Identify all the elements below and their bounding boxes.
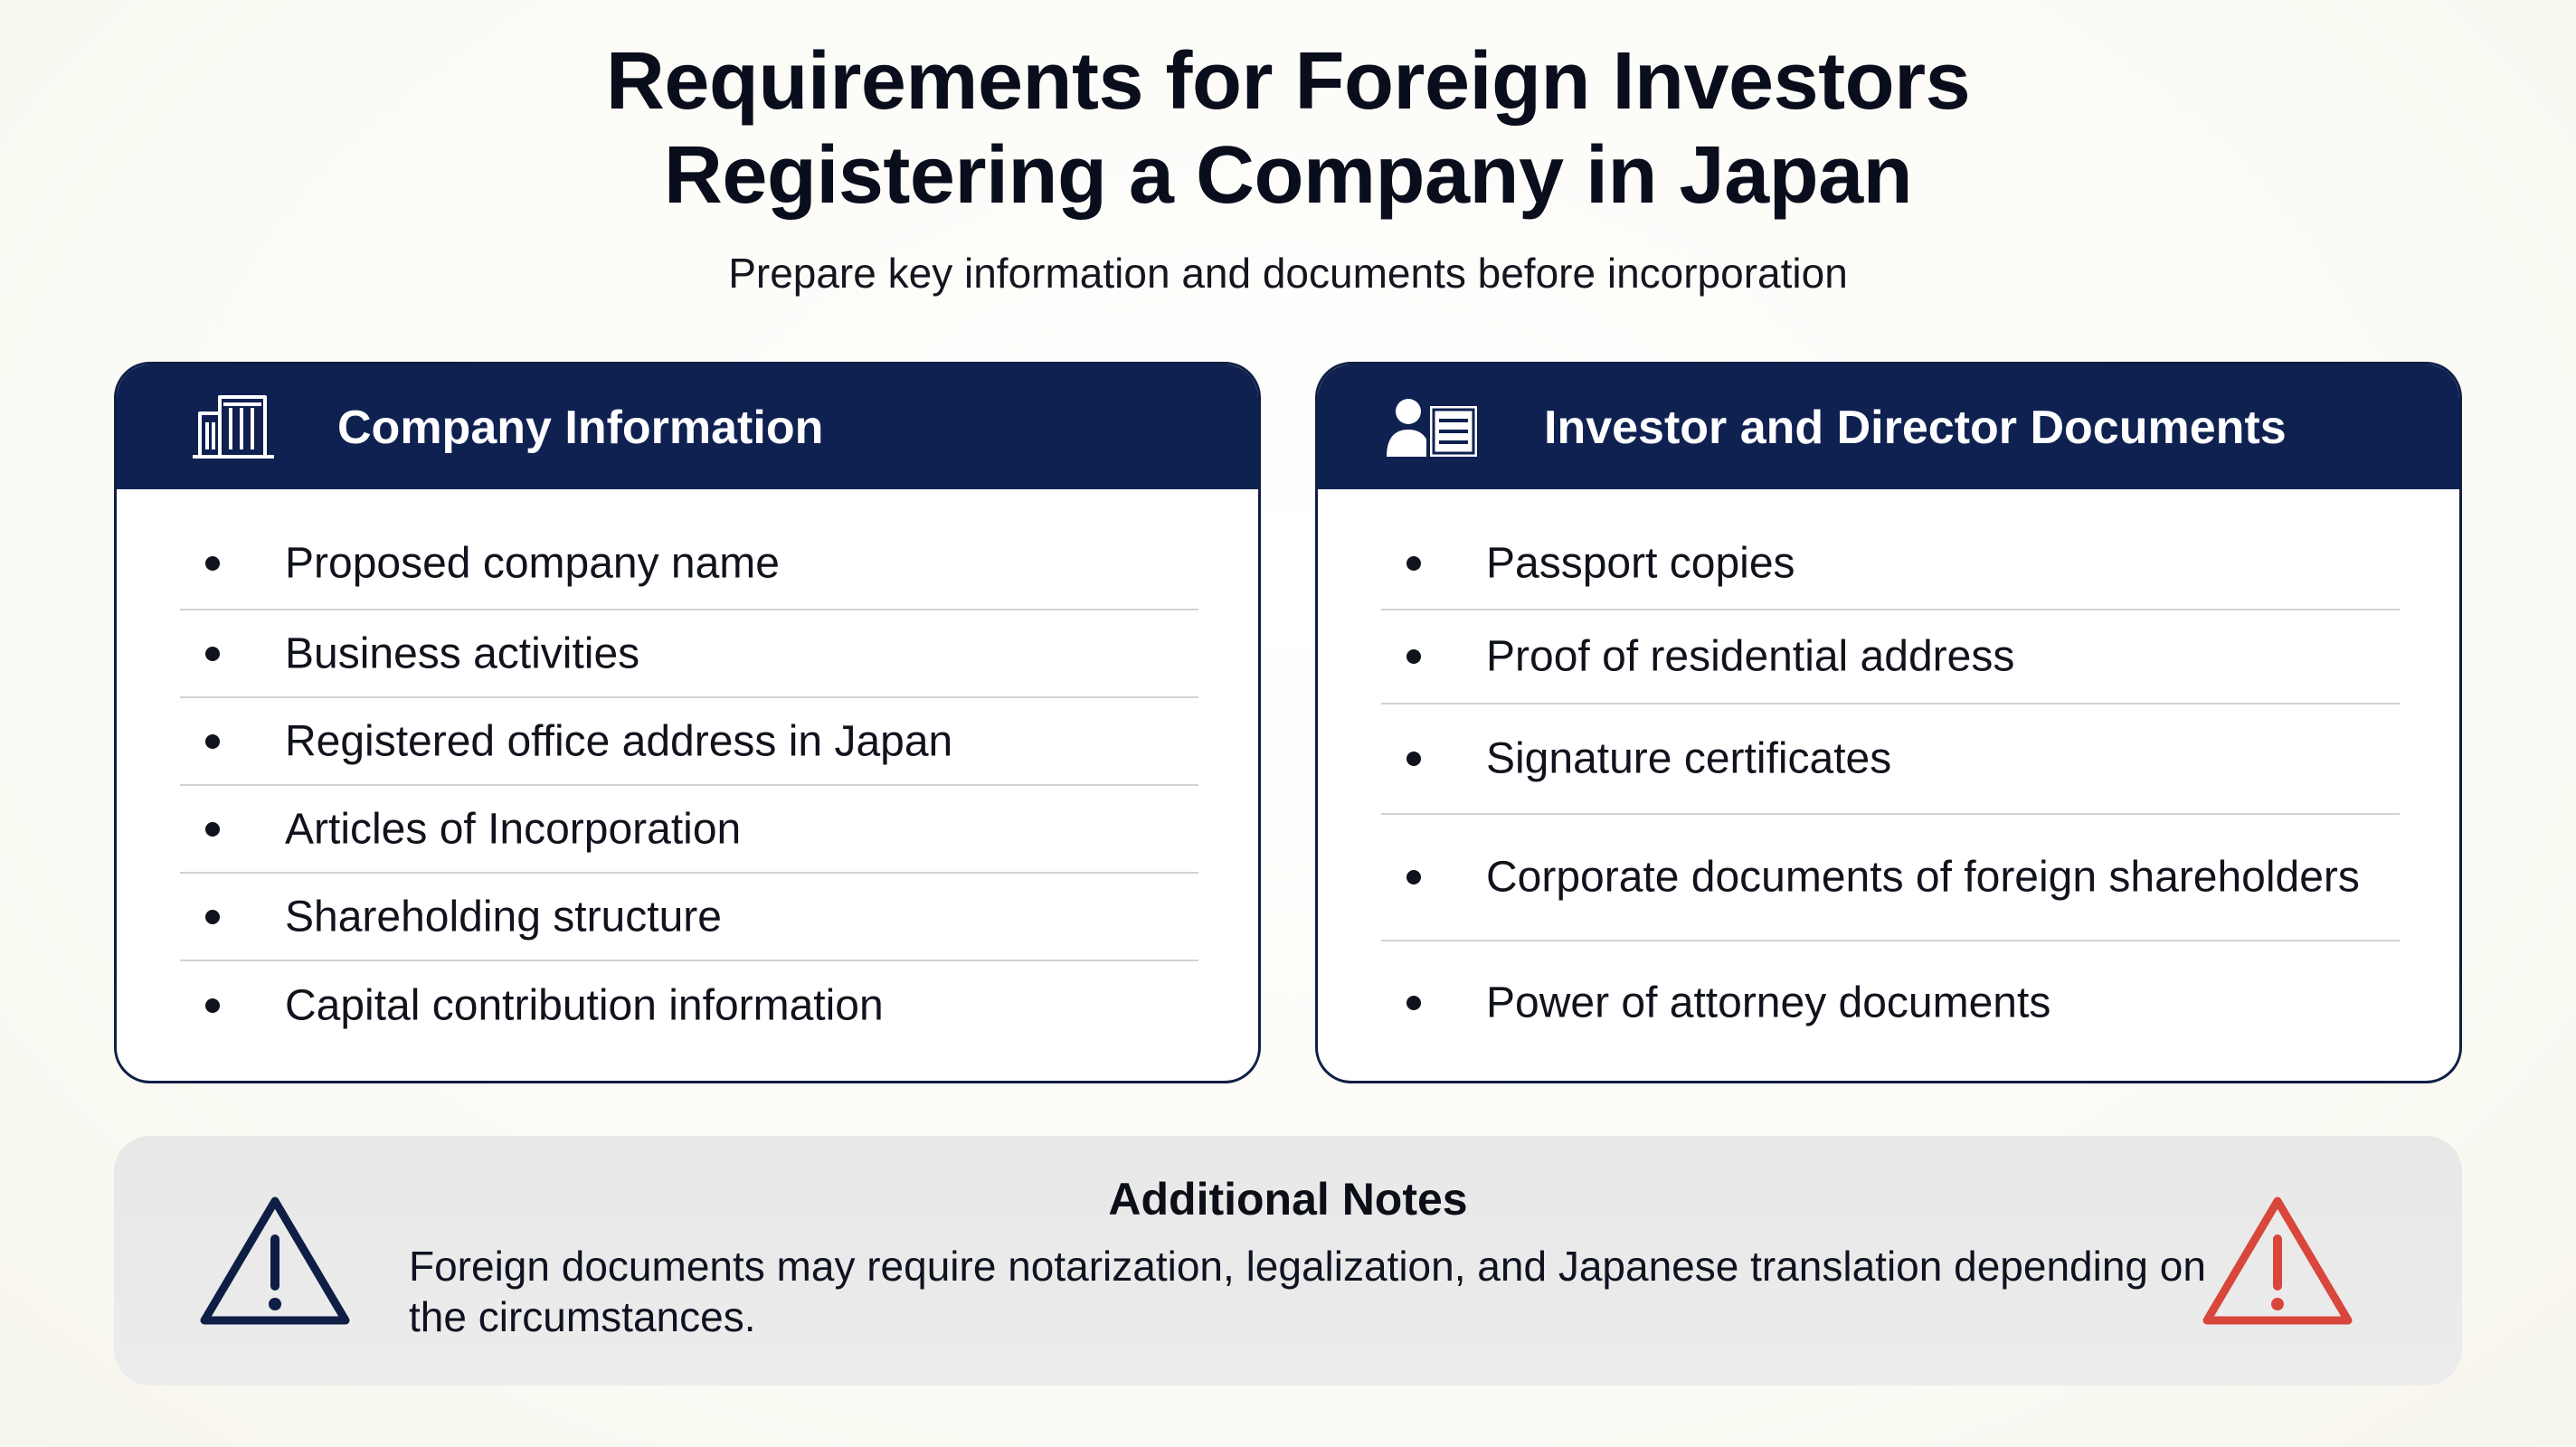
list-item: Articles of Incorporation <box>180 786 1198 874</box>
list-item: Shareholding structure <box>180 874 1198 961</box>
bullet-icon <box>1406 752 1421 766</box>
id-card-person-icon <box>1387 399 1481 460</box>
company-card-header: Company Information <box>117 364 1258 489</box>
list-item-text: Business activities <box>285 629 640 677</box>
list-item: Signature certificates <box>1381 705 2400 815</box>
additional-notes-panel: Additional Notes Foreign documents may r… <box>114 1136 2462 1386</box>
list-item-text: Registered office address in Japan <box>285 717 953 765</box>
title-line-1: Requirements for Foreign Investors <box>605 36 1971 127</box>
list-item: Passport copies <box>1381 489 2400 610</box>
list-item-text: Proof of residential address <box>1486 632 2015 681</box>
bullet-icon <box>205 821 220 837</box>
notes-body: Foreign documents may require notarizati… <box>409 1243 2206 1340</box>
list-item: Registered office address in Japan <box>180 698 1198 786</box>
bullet-icon <box>1406 649 1421 664</box>
notes-heading: Additional Notes <box>1108 1174 1468 1225</box>
investor-card-header: Investor and Director Documents <box>1318 364 2459 489</box>
list-item-text: Proposed company name <box>285 539 780 588</box>
list-item: Business activities <box>180 610 1198 698</box>
company-card-heading: Company Information <box>337 402 824 454</box>
page-title: Requirements for Foreign Investors Regis… <box>0 34 2576 222</box>
investor-card-heading: Investor and Director Documents <box>1544 402 2287 454</box>
list-item-text: Shareholding structure <box>285 893 722 941</box>
list-item: Proof of residential address <box>1381 610 2400 705</box>
investor-documents-card: Investor and Director Documents Passport… <box>1315 362 2462 1083</box>
bullet-icon <box>205 998 220 1013</box>
list-item-text: Power of attorney documents <box>1486 979 2051 1027</box>
list-item: Power of attorney documents <box>1381 941 2400 1064</box>
list-item-text: Passport copies <box>1486 539 1795 588</box>
page-subtitle: Prepare key information and documents be… <box>728 250 1848 297</box>
list-item-text: Articles of Incorporation <box>285 805 742 853</box>
bullet-icon <box>205 909 220 924</box>
bullet-icon <box>1406 996 1421 1010</box>
list-item-text: Corporate documents of foreign sharehold… <box>1486 853 2360 902</box>
building-icon <box>193 395 274 459</box>
company-information-card: Company Information Proposed company nam… <box>114 362 1261 1083</box>
bullet-icon <box>1406 555 1421 571</box>
list-item-text: Capital contribution information <box>285 981 884 1029</box>
bullet-icon <box>205 555 220 571</box>
bullet-icon <box>1406 870 1421 884</box>
list-item: Capital contribution information <box>180 961 1198 1049</box>
list-item: Proposed company name <box>180 489 1198 610</box>
company-info-list: Proposed company name Business activitie… <box>180 489 1198 1049</box>
investor-docs-list: Passport copies Proof of residential add… <box>1381 489 2400 1064</box>
list-item: Corporate documents of foreign sharehold… <box>1381 815 2400 941</box>
title-line-2: Registering a Company in Japan <box>663 130 1913 221</box>
warning-icon <box>200 1196 350 1325</box>
list-item-text: Signature certificates <box>1486 734 1892 783</box>
bullet-icon <box>205 646 220 661</box>
warning-icon <box>2202 1196 2353 1325</box>
bullet-icon <box>205 733 220 749</box>
